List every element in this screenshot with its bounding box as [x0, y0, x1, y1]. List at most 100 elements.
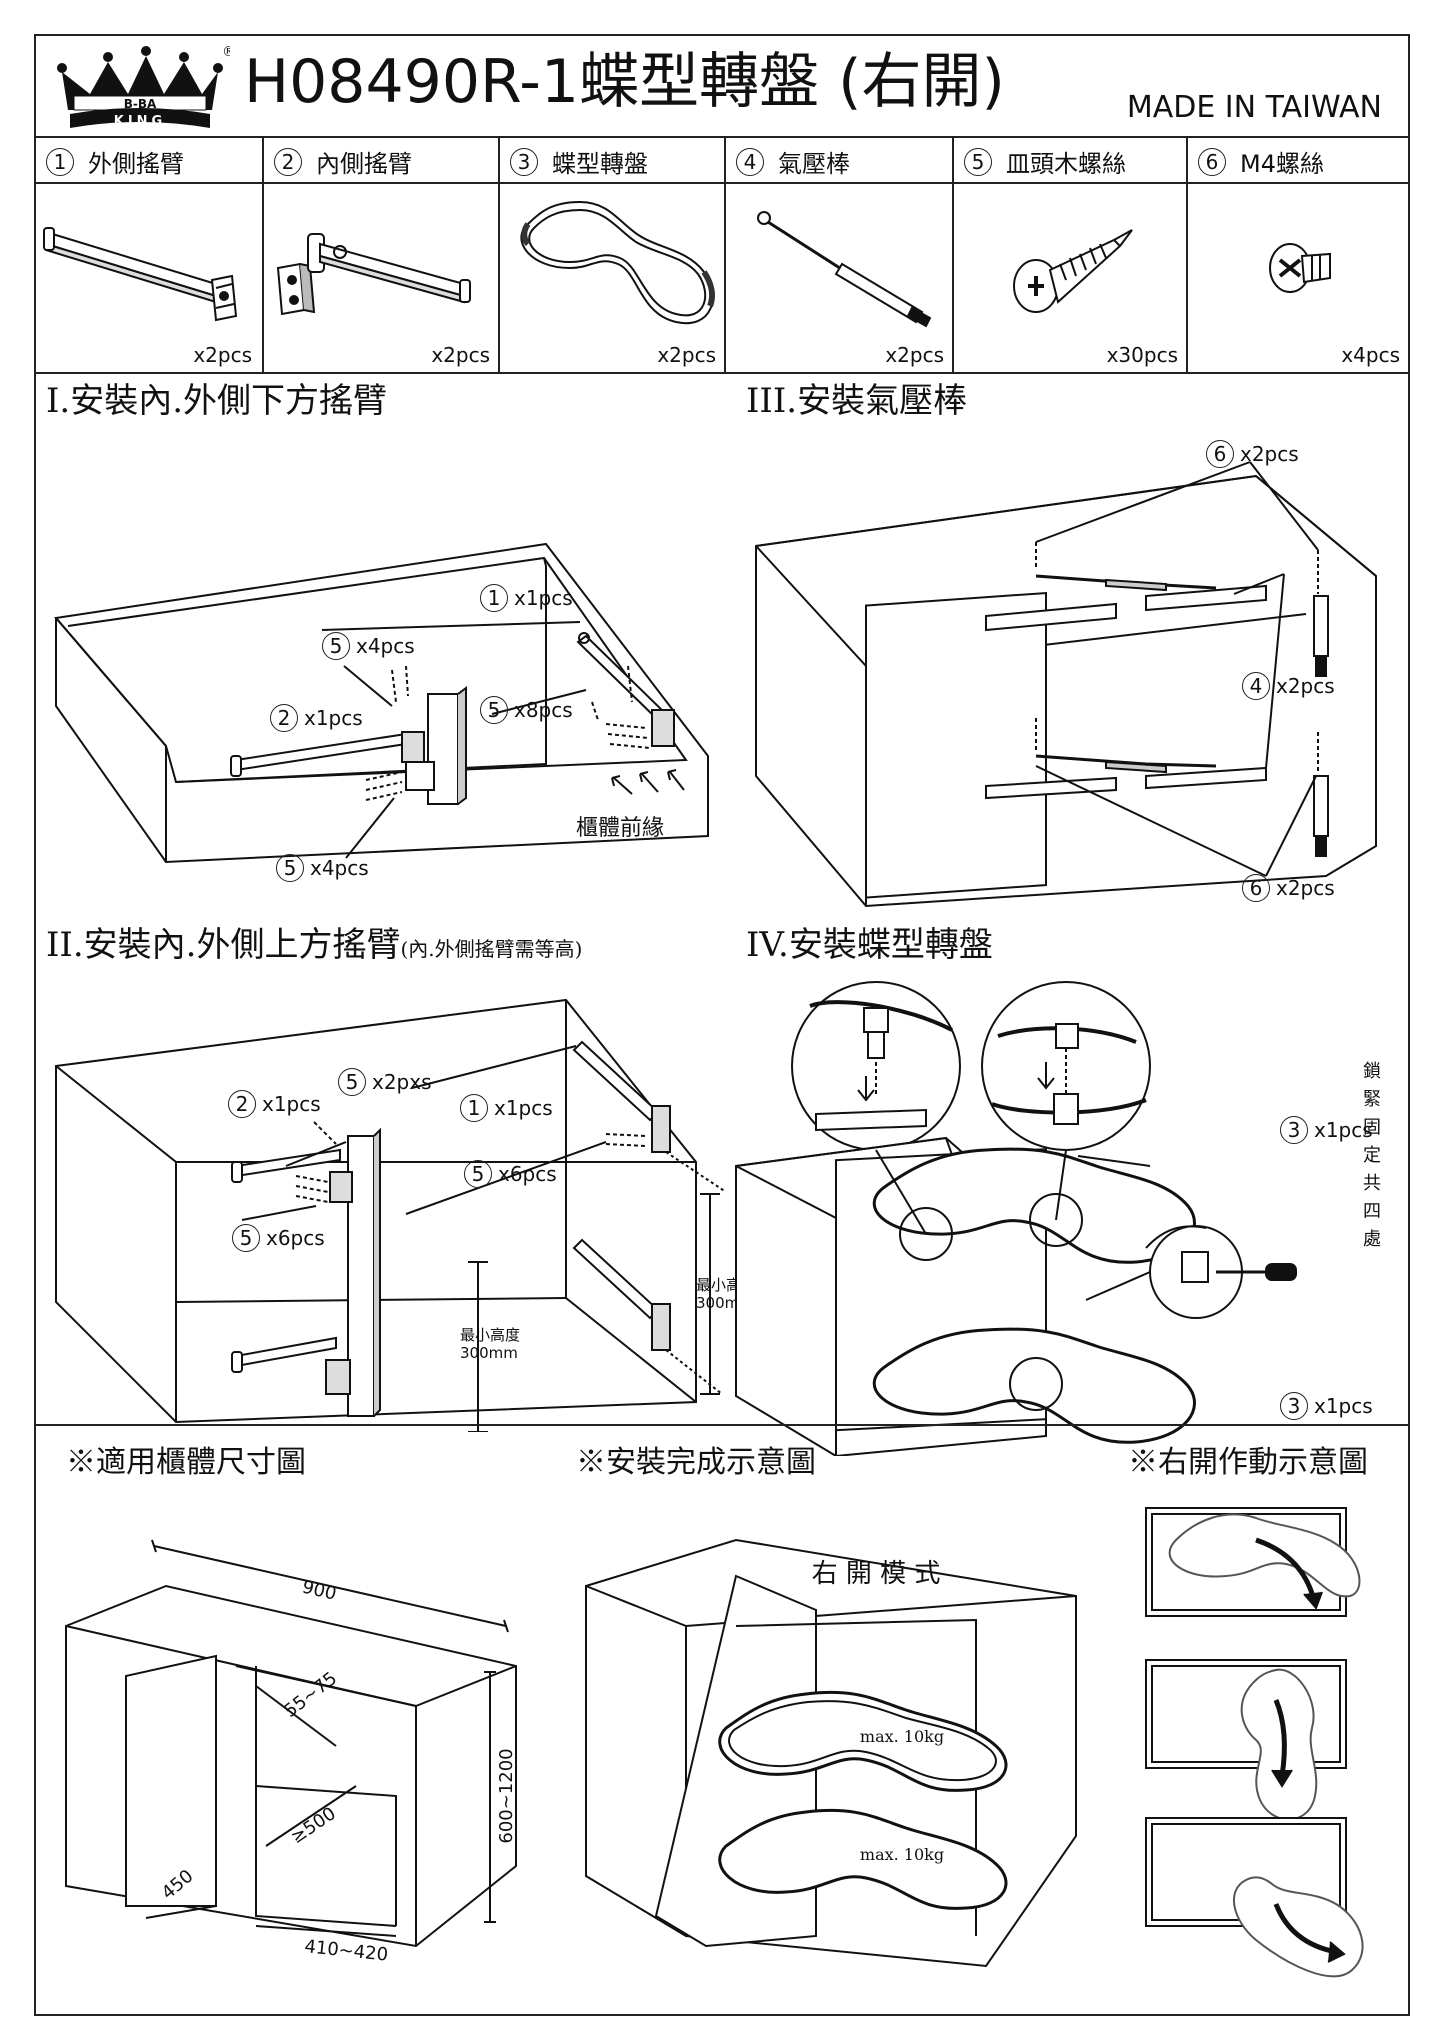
- header: B-BA KING ® H08490R-1蝶型轉盤 (右開) MADE IN T…: [36, 36, 1408, 138]
- callout-qty: x4pcs: [310, 856, 369, 880]
- max-load-bottom: max. 10kg: [860, 1845, 944, 1864]
- part-name: M4螺絲: [1240, 150, 1324, 178]
- max-load-top: max. 10kg: [860, 1727, 944, 1746]
- cabinet-size-diagram: 900 55~75 ≥500 450 410~420 600~1200: [65, 1539, 517, 1966]
- brand-text-bottom: KING: [114, 114, 166, 129]
- model-title: H08490R-1蝶型轉盤 (右開): [244, 47, 1005, 117]
- lock-note-char: 處: [1363, 1229, 1381, 1250]
- callout-qty: x1pcs: [514, 586, 573, 610]
- right-open-motion-diagram: [1145, 1507, 1364, 1978]
- butterfly-tray-icon: x2pcs: [520, 200, 716, 367]
- step4-diagram: [735, 981, 1297, 1456]
- part-image-2: x2pcs: [262, 184, 498, 372]
- callout-qty: x4pcs: [356, 634, 415, 658]
- callout-number: 5: [276, 854, 304, 882]
- outer-swing-arm-icon: x2pcs: [43, 227, 252, 367]
- part-number: 5: [964, 147, 992, 176]
- callout-qty: x1pcs: [494, 1096, 553, 1120]
- min-height-label: 最小高度: [460, 1326, 521, 1344]
- motion-diagram-title: ※右開作動示意圖: [1128, 1445, 1368, 1480]
- inner-swing-arm-icon: x2pcs: [276, 233, 490, 367]
- step1-title: I.安裝內.外側下方搖臂: [46, 381, 388, 421]
- callout-qty: x6pcs: [498, 1162, 557, 1186]
- registered-mark: ®: [222, 44, 230, 60]
- part-qty: x4pcs: [1341, 343, 1400, 367]
- lock-note-char: 固: [1363, 1117, 1381, 1138]
- callout-number: 5: [322, 632, 350, 660]
- part-number: 1: [46, 147, 74, 176]
- part-qty: x2pcs: [431, 343, 490, 367]
- step1-diagram: [54, 542, 709, 864]
- part-qty: x2pcs: [193, 343, 252, 367]
- front-edge-label: 櫃體前緣: [576, 816, 665, 841]
- lock-note-char: 定: [1363, 1145, 1381, 1166]
- brand-logo: B-BA KING ®: [57, 44, 230, 129]
- callout-number: 6: [1242, 874, 1270, 902]
- wood-screw-icon: x30pcs: [1013, 229, 1178, 367]
- part-name: 內側搖臂: [316, 150, 412, 178]
- callout-qty: x2pcs: [1276, 674, 1335, 698]
- lock-note-char: 共: [1363, 1173, 1381, 1194]
- parts-image-row: x2pcs x2pcs: [36, 184, 1408, 374]
- part-number: 4: [736, 147, 764, 176]
- callout-number: 2: [228, 1090, 256, 1118]
- step4-title: IV.安裝蝶型轉盤: [746, 925, 993, 965]
- part-image-3: x2pcs: [498, 184, 724, 372]
- part-cell-1: 1 外側搖臂: [36, 136, 262, 182]
- part-name: 外側搖臂: [88, 150, 184, 178]
- callout-number: 5: [232, 1224, 260, 1252]
- part-number: 2: [274, 147, 302, 176]
- step2-title-text: II.安裝內.外側上方搖臂: [46, 925, 401, 965]
- callout-number: 6: [1206, 440, 1234, 468]
- step2-diagram: [55, 998, 727, 1432]
- callout-qty: x1pcs: [1314, 1394, 1373, 1418]
- lock-note-char: 緊: [1363, 1089, 1381, 1110]
- mode-label: 右 開 模 式: [812, 1559, 941, 1589]
- part-name: 皿頭木螺絲: [1006, 150, 1126, 178]
- section-divider: [36, 1424, 1408, 1426]
- min-height-value: 300mm: [460, 1344, 518, 1362]
- callout-number: 5: [338, 1068, 366, 1096]
- part-qty: x30pcs: [1107, 343, 1178, 367]
- part-number: 3: [510, 147, 538, 176]
- complete-diagram-title: ※安裝完成示意圖: [576, 1445, 816, 1480]
- part-image-1: x2pcs: [36, 184, 262, 372]
- callout-qty: x1pcs: [1314, 1118, 1373, 1142]
- callout-number: 1: [460, 1094, 488, 1122]
- callout-qty: x2pcs: [1276, 876, 1335, 900]
- part-cell-2: 2 內側搖臂: [262, 136, 498, 182]
- dim-height: 600~1200: [496, 1748, 517, 1843]
- part-name: 蝶型轉盤: [552, 150, 648, 178]
- brand-text-top: B-BA: [124, 97, 157, 111]
- callout-number: 5: [480, 696, 508, 724]
- step2-title: II.安裝內.外側上方搖臂(內.外側搖臂需等高): [46, 924, 582, 970]
- part-qty: x2pcs: [657, 343, 716, 367]
- callout-qty: x8pcs: [514, 698, 573, 722]
- step3-diagram: [755, 461, 1377, 908]
- part-cell-3: 3 蝶型轉盤: [498, 136, 724, 182]
- part-qty: x2pcs: [885, 343, 944, 367]
- gas-strut-icon: x2pcs: [757, 211, 944, 367]
- min-height-left: 最小高度 300mm: [460, 1326, 520, 1362]
- callout-qty: x2pcs: [1240, 442, 1299, 466]
- part-image-4: x2pcs: [724, 184, 952, 372]
- lock-note-char: 四: [1363, 1201, 1381, 1222]
- step3-title: III.安裝氣壓棒: [746, 381, 968, 421]
- m4-screw-icon: x4pcs: [1269, 243, 1400, 367]
- lock-note: 鎖 緊 固 定 共 四 處: [1362, 1058, 1382, 1254]
